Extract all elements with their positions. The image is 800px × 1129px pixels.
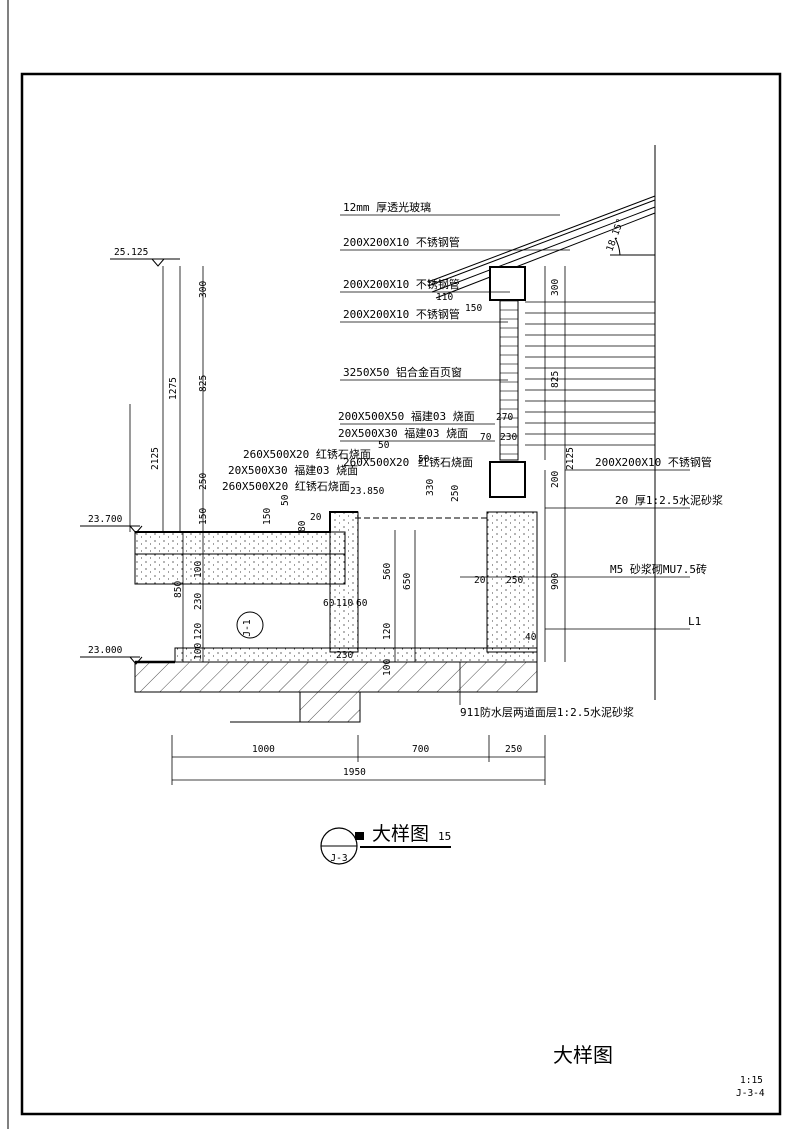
dim-230b: 230 xyxy=(336,650,353,661)
detail-number: 15 xyxy=(438,830,451,843)
dim-40: 40 xyxy=(525,632,537,643)
dimension-lines-right xyxy=(394,266,566,662)
dim-1950: 1950 xyxy=(343,767,366,778)
label-stone-1: 200X500X50 福建03 烧面 xyxy=(338,409,475,423)
label-left-5: 红锈石烧面 xyxy=(418,456,473,469)
elevation-markers xyxy=(80,258,180,665)
dim-120a: 120 xyxy=(193,623,204,640)
label-left-2: 20X500X30 福建03 烧面 xyxy=(228,463,358,477)
label-pipe-4: 200X200X10 不锈钢管 xyxy=(595,455,712,469)
dim-50b: 50 xyxy=(378,440,390,451)
label-pipe-2: 200X200X10 不锈钢管 xyxy=(343,277,460,291)
foundation-lower xyxy=(299,691,361,723)
detail-ref: J-3 xyxy=(330,853,347,864)
label-left-1: 260X500X20 红锈石烧面 xyxy=(243,448,371,461)
sheet-scale: 1:15 xyxy=(740,1075,763,1086)
reference-mark-j1-label: J-1 xyxy=(242,619,253,636)
label-brick: M5 砂浆砌MU7.5砖 xyxy=(610,562,707,576)
label-pipe-1: 200X200X10 不锈钢管 xyxy=(343,235,460,249)
dim-900: 900 xyxy=(550,573,561,590)
label-left-3: 260X500X20 红锈石烧面 xyxy=(222,480,350,493)
pool-wall-inner xyxy=(329,511,359,653)
elevation-mid: 23.700 xyxy=(88,514,123,525)
dim-100d: 100 xyxy=(382,659,393,676)
roof-assembly xyxy=(427,145,656,700)
sheet-number: J-3-4 xyxy=(736,1088,765,1099)
detail-title: 大样图 xyxy=(372,823,429,845)
dim-2125b: 2125 xyxy=(565,447,576,470)
pool-floor-slab xyxy=(174,647,538,663)
dim-110b: 110 xyxy=(436,292,453,303)
elevation-top: 25.125 xyxy=(114,247,148,258)
dim-200: 200 xyxy=(550,471,561,488)
label-glass: 12mm 厚透光玻璃 xyxy=(343,200,431,214)
base-layer xyxy=(134,553,346,585)
label-mortar: 20 厚1:2.5水泥砂浆 xyxy=(615,493,723,507)
paving-layer xyxy=(134,531,346,555)
reference-mark-j1 xyxy=(236,611,264,639)
dim-120b: 120 xyxy=(382,623,393,640)
dim-100a: 100 xyxy=(193,561,204,578)
dim-80: 80 xyxy=(297,520,308,532)
dim-250d: 250 xyxy=(506,575,523,586)
foundation xyxy=(134,661,538,693)
leader-lines xyxy=(340,214,690,705)
dim-560: 560 xyxy=(382,563,393,580)
step-profile xyxy=(135,511,358,533)
dim-250c: 250 xyxy=(450,485,461,502)
label-pipe-3: 200X200X10 不锈钢管 xyxy=(343,307,460,321)
label-beam: L1 xyxy=(688,615,701,628)
dim-1275: 1275 xyxy=(168,377,179,400)
dimension-lines-left xyxy=(129,266,204,662)
dim-330: 330 xyxy=(425,479,436,496)
dim-20a: 20 xyxy=(310,512,322,523)
elevation-step: 23.850 xyxy=(350,486,385,497)
dim-230c: 230 xyxy=(500,432,517,443)
dimension-string-bottom xyxy=(171,735,546,785)
dim-300: 300 xyxy=(198,281,209,298)
dim-1000: 1000 xyxy=(252,744,275,755)
steel-tube-top xyxy=(489,266,526,301)
label-stone-2: 20X500X30 福建03 烧面 xyxy=(338,426,468,440)
dim-60a: 60 xyxy=(323,598,335,609)
dim-250b: 250 xyxy=(505,744,522,755)
dim-270: 270 xyxy=(496,412,513,423)
dim-20b: 20 xyxy=(474,575,486,586)
dim-850: 850 xyxy=(173,581,184,598)
elevation-bottom: 23.000 xyxy=(88,645,123,656)
dim-50a: 50 xyxy=(280,494,291,506)
dim-100c: 100 xyxy=(193,643,204,660)
dim-150b: 150 xyxy=(262,508,273,525)
dim-60b: 60 xyxy=(356,598,368,609)
pool-wall-right xyxy=(486,511,538,653)
dim-50c: 50 xyxy=(418,454,430,465)
dim-2125: 2125 xyxy=(150,447,161,470)
dim-825b: 825 xyxy=(550,371,561,388)
dim-250: 250 xyxy=(198,473,209,490)
dim-650: 650 xyxy=(402,573,413,590)
steel-tube-bottom xyxy=(489,461,526,498)
sheet-title: 大样图 xyxy=(553,1043,613,1067)
drawing-border xyxy=(20,72,782,1116)
dim-300b: 300 xyxy=(550,279,561,296)
louver-lines xyxy=(525,301,655,446)
detail-title-marker xyxy=(355,832,364,840)
label-waterproof: 911防水层两道面层1:2.5水泥砂浆 xyxy=(460,705,634,719)
label-left-4: 260X500X20 xyxy=(343,456,409,469)
dim-230a: 230 xyxy=(193,593,204,610)
dim-70: 70 xyxy=(480,432,492,443)
label-slope: 18.15° xyxy=(604,217,626,253)
label-louver: 3250X50 铝合金百页窗 xyxy=(343,365,462,379)
dim-110: 110 xyxy=(336,598,353,609)
dim-150c: 150 xyxy=(465,303,482,314)
dim-825: 825 xyxy=(198,375,209,392)
dim-700: 700 xyxy=(412,744,429,755)
dim-150: 150 xyxy=(198,508,209,525)
